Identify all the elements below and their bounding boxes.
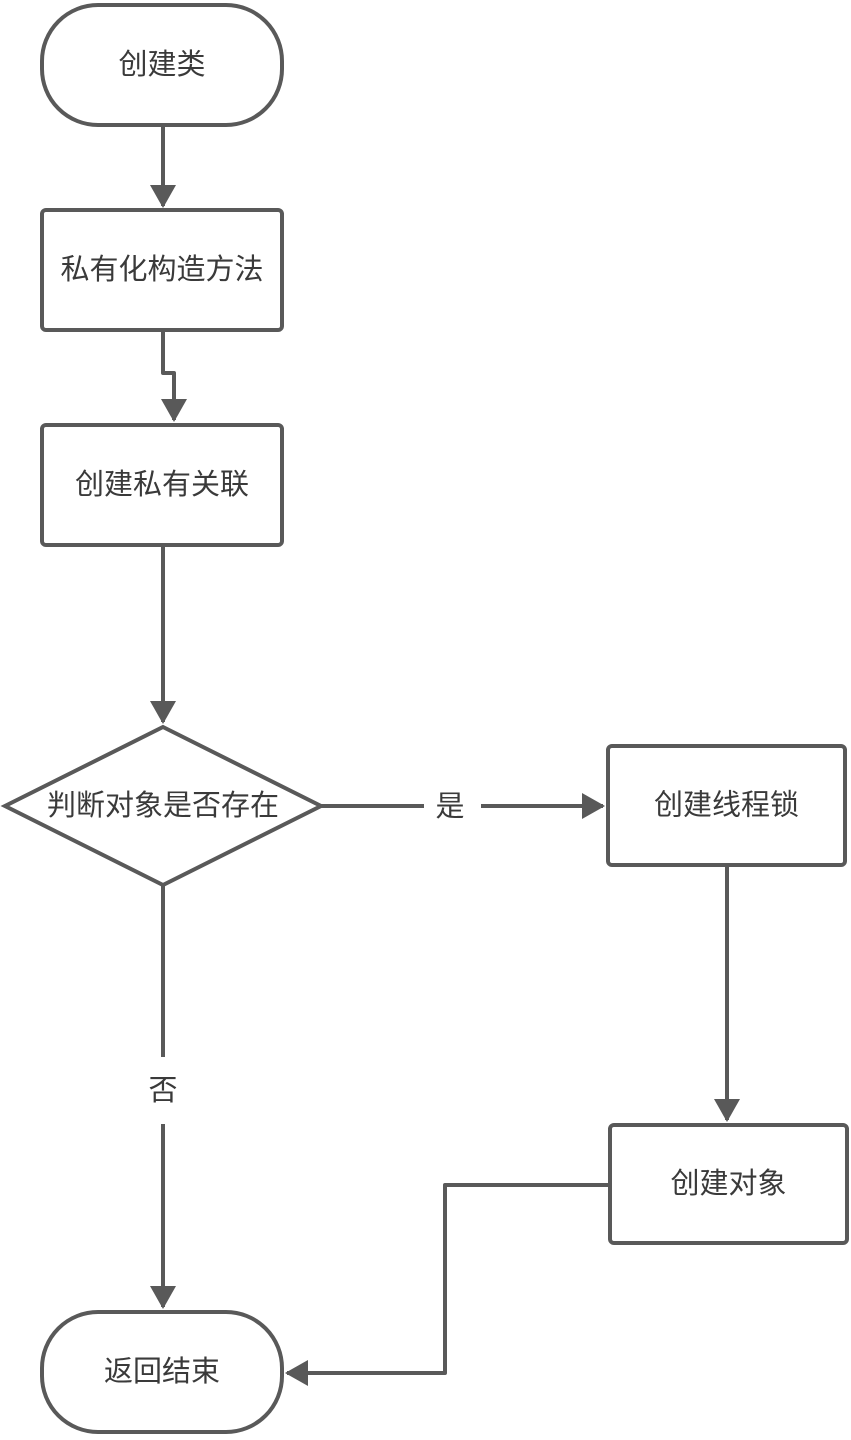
edge-decision-no-to-end: 否: [148, 885, 178, 1309]
edge-line-privatize-to-association-0: [161, 330, 187, 422]
node-create-private-association: 创建私有关联: [40, 423, 284, 547]
node-end: 返回结束: [40, 1310, 284, 1434]
node-privatize-constructor: 私有化构造方法: [40, 208, 284, 332]
node-label-privatize-constructor: 私有化构造方法: [60, 253, 263, 286]
edge-decision-yes-to-thread-lock: 是: [321, 791, 605, 823]
node-label-create-private-association: 创建私有关联: [75, 468, 249, 501]
node-label-check-object-exists: 判断对象是否存在: [47, 789, 279, 822]
process-shape-privatize-constructor: [40, 208, 284, 332]
node-label-start: 创建类: [118, 48, 205, 81]
edge-privatize-to-association: [161, 330, 187, 422]
terminator-shape-end: [40, 1310, 284, 1434]
terminator-shape-start: [40, 3, 284, 127]
edge-line-create-object-to-end-0: [285, 1183, 610, 1386]
node-label-create-object: 创建对象: [670, 1167, 786, 1200]
edge-create-object-to-end: [285, 1183, 610, 1386]
edge-label-decision-no-to-end: 否: [148, 1075, 177, 1107]
edge-label-decision-yes-to-thread-lock: 是: [435, 791, 464, 823]
process-shape-create-object: [608, 1123, 849, 1245]
node-label-create-thread-lock: 创建线程锁: [654, 789, 799, 822]
node-label-end: 返回结束: [104, 1355, 220, 1388]
node-start: 创建类: [40, 3, 284, 127]
edges-layer: 是否: [148, 125, 740, 1386]
node-check-object-exists: 判断对象是否存在: [0, 724, 326, 888]
process-shape-create-private-association: [40, 423, 284, 547]
node-create-object: 创建对象: [608, 1123, 849, 1245]
node-create-thread-lock: 创建线程锁: [606, 744, 847, 867]
decision-shape-check-object-exists: [0, 724, 326, 888]
process-shape-create-thread-lock: [606, 744, 847, 867]
